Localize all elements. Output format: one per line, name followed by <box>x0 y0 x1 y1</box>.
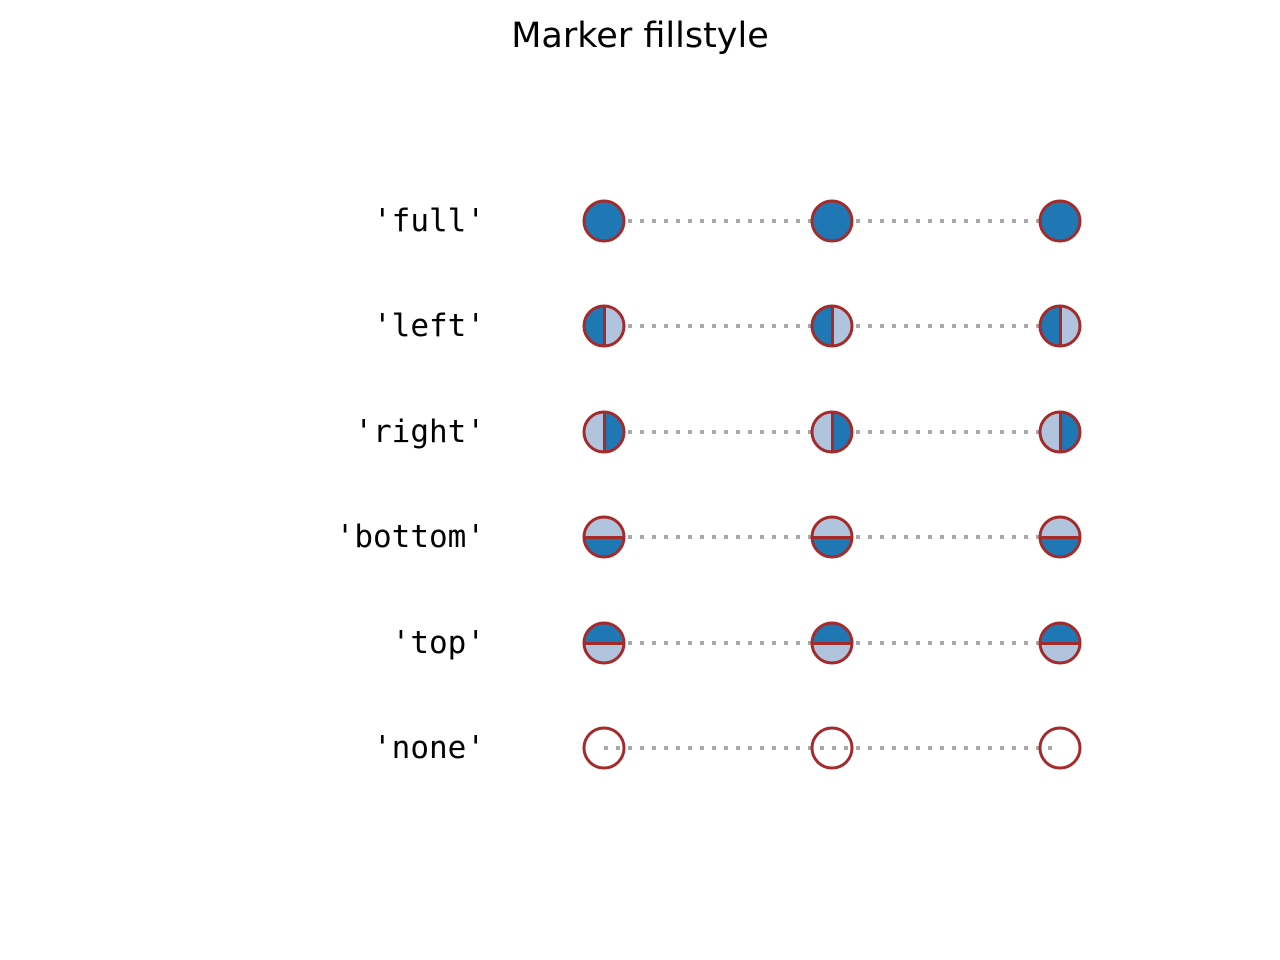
fillstyle-label: 'top' <box>391 625 485 661</box>
figure-title: Marker fillstyle <box>511 16 769 56</box>
marker-circle <box>1038 304 1082 348</box>
marker-circle <box>1038 621 1082 665</box>
marker-circle <box>1038 410 1082 454</box>
marker-circle <box>582 515 626 559</box>
marker-circle <box>1038 726 1082 770</box>
marker-circle <box>810 621 854 665</box>
marker-circle <box>810 199 854 243</box>
marker-circle <box>810 410 854 454</box>
marker-circle <box>582 199 626 243</box>
marker-circle <box>582 621 626 665</box>
fillstyle-label: 'bottom' <box>335 519 485 555</box>
fillstyle-label: 'none' <box>373 730 485 766</box>
marker-circle <box>1038 515 1082 559</box>
marker-circle <box>582 726 626 770</box>
marker-circle <box>810 726 854 770</box>
marker-circle <box>1038 199 1082 243</box>
marker-circle <box>810 304 854 348</box>
fillstyle-label: 'full' <box>373 203 485 239</box>
fillstyle-label: 'left' <box>373 308 485 344</box>
marker-circle <box>582 410 626 454</box>
fillstyle-label: 'right' <box>354 414 485 450</box>
marker-circle <box>582 304 626 348</box>
marker-circle <box>810 515 854 559</box>
